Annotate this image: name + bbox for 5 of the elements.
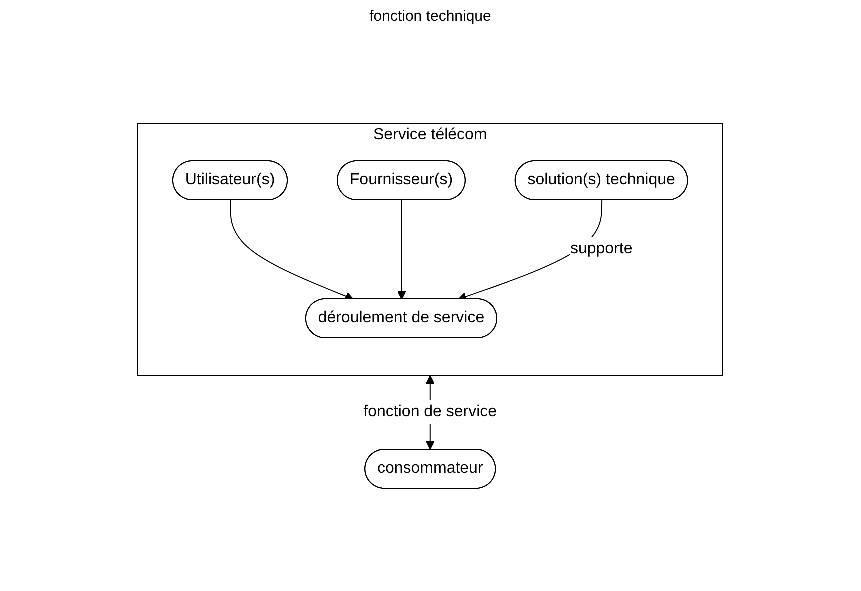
arrow xyxy=(230,200,354,301)
annotation-text: fonction technique xyxy=(370,8,492,25)
edge-label: fonction de service xyxy=(364,404,498,420)
edge-label: supporte xyxy=(570,240,633,258)
arrow xyxy=(398,200,406,300)
